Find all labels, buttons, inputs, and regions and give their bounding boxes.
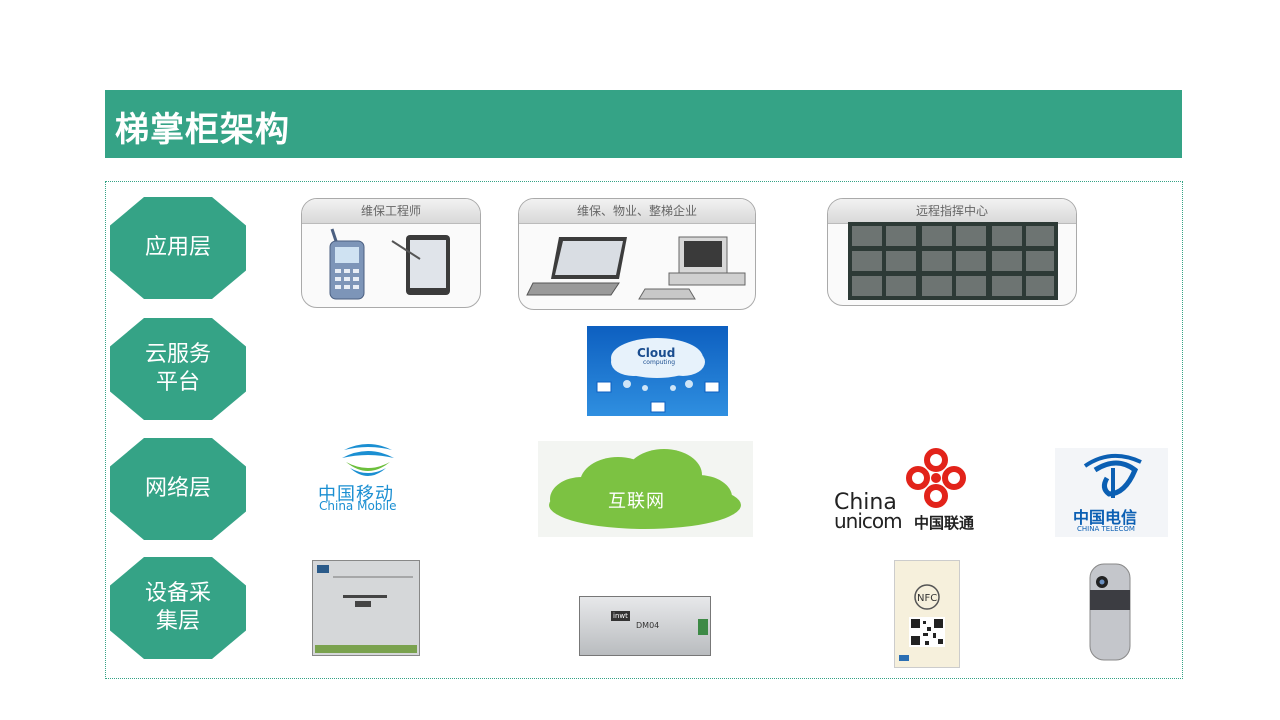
box-header: 维保、物业、整梯企业 [519,199,755,224]
video-wall-icon [848,222,1058,300]
layer-label: 设备采 集层 [144,581,211,634]
box-header: 维保工程师 [302,199,480,224]
nfc-card-image: NFC [894,560,960,668]
page-title: 梯掌柜架构 [115,110,290,150]
china-mobile-cn: 中国移动 [318,484,394,505]
diagram-frame [105,181,1183,679]
phone-tablet-icon [329,228,450,300]
layer-device: 设备采 集层 [110,557,246,659]
layer-network: 网络层 [110,438,246,540]
cloud-sub: computing [643,359,676,366]
china-unicom-en1: China [834,490,897,515]
engineer-box: 维保工程师 [301,198,481,308]
controller-device-image [312,560,420,656]
gateway-device-image: inwt DM04 [579,596,711,656]
command-center-box: 远程指挥中心 [827,198,1077,306]
laptop-desktop-icon [526,236,746,300]
gateway-label: DM04 [636,621,660,630]
internet-cloud-icon [549,449,741,529]
cloud-icon [596,338,720,413]
china-telecom-cn: 中国电信 [1073,508,1138,527]
camera-device-image [1086,560,1134,664]
china-telecom-icon [1083,454,1142,498]
china-mobile-logo: 中国移动 China Mobile [312,440,424,514]
enterprise-box: 维保、物业、整梯企业 [518,198,756,310]
china-unicom-logo: China unicom 中国联通 [832,446,992,533]
china-telecom-en: CHINA TELECOM [1077,525,1135,533]
internet-label: 互联网 [608,491,665,512]
cloud-word: Cloud [637,346,676,360]
china-unicom-cn: 中国联通 [914,514,975,532]
controller-panel-icon [315,565,417,653]
layer-cloud-platform: 云服务 平台 [110,318,246,420]
gateway-connector [698,619,708,635]
internet-image: 互联网 [538,441,753,537]
layer-label: 云服务 平台 [144,342,211,395]
layer-label: 网络层 [144,476,211,501]
china-telecom-logo: 中国电信 CHINA TELECOM [1055,448,1168,537]
layer-application: 应用层 [110,197,246,299]
camera-icon [1089,563,1131,661]
china-unicom-en2: unicom [834,509,903,533]
title-bar: 梯掌柜架构 [105,90,1182,158]
china-mobile-en: China Mobile [319,499,397,513]
china-unicom-icon [906,448,966,508]
cloud-computing-image: Cloud computing [587,326,728,416]
nfc-qr-icon: NFC [899,584,945,661]
gateway-brand: inwt [611,611,630,621]
svg-text:NFC: NFC [917,593,937,604]
layer-label: 应用层 [144,235,211,260]
china-mobile-icon [342,444,394,476]
